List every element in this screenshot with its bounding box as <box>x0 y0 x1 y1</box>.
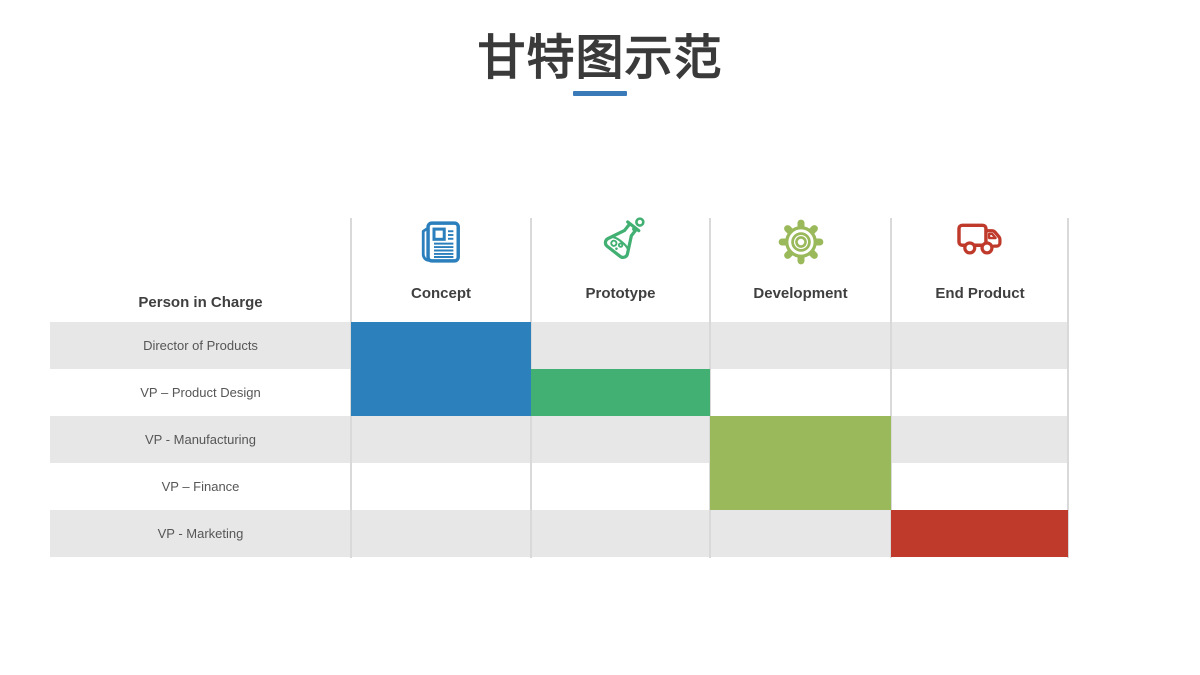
gantt-bar-concept <box>351 322 531 416</box>
gantt-chart: Person in Charge Concept <box>50 212 1069 558</box>
row-label-vp-marketing: VP - Marketing <box>157 526 244 541</box>
column-header-end-product: End Product <box>891 212 1069 316</box>
column-divider <box>1067 218 1069 558</box>
title-underline <box>573 91 627 96</box>
gantt-bar-development <box>710 416 891 510</box>
column-header-label: Development <box>753 285 848 302</box>
newspaper-icon <box>413 214 469 270</box>
column-header-development: Development <box>710 212 891 316</box>
column-header-person-in-charge: Person in Charge <box>138 293 263 311</box>
column-header-prototype: Prototype <box>531 212 710 316</box>
column-header-label: Concept <box>411 285 471 302</box>
row-label-vp-finance: VP – Finance <box>161 479 240 494</box>
column-header-label: Prototype <box>585 285 656 302</box>
gantt-bar-prototype <box>531 369 710 416</box>
gantt-bar-end-product <box>891 510 1068 557</box>
gear-icon <box>773 214 829 270</box>
row-label-vp-product-design: VP – Product Design <box>140 385 261 400</box>
column-divider <box>709 218 711 558</box>
truck-icon <box>952 214 1008 270</box>
row-stripe <box>50 322 1069 369</box>
column-divider <box>890 218 892 558</box>
row-label-director-of-products: Director of Products <box>143 338 258 353</box>
flask-icon <box>593 214 649 270</box>
column-header-label: End Product <box>935 285 1025 302</box>
row-label-vp-manufacturing: VP - Manufacturing <box>144 432 257 447</box>
column-header-concept: Concept <box>351 212 531 316</box>
row-stripe <box>50 416 1069 463</box>
page-title: 甘特图示范 <box>477 30 723 86</box>
